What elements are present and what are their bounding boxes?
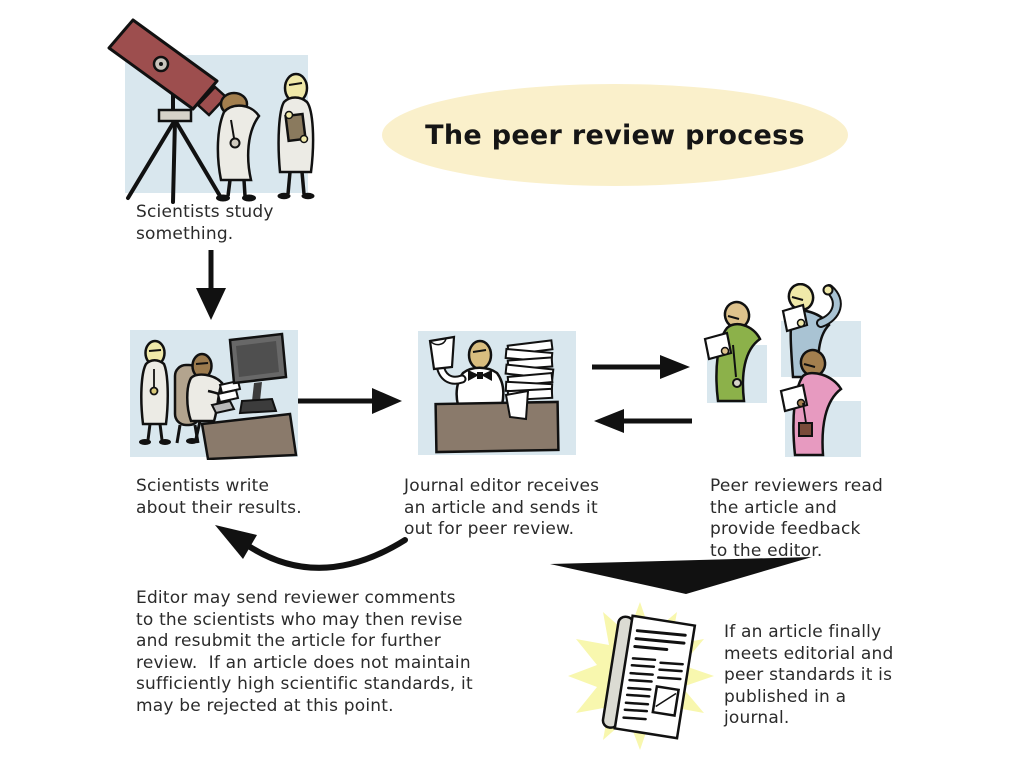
reviewer-pink	[779, 348, 843, 457]
scientist-looking	[216, 91, 261, 202]
arrow-down-icon	[196, 250, 226, 320]
page-title: The peer review process	[425, 119, 805, 151]
title-ellipse: The peer review process	[382, 84, 848, 186]
arrow-right-icon	[298, 388, 402, 414]
keyboard-icon	[210, 399, 236, 415]
curved-arrow-back-icon	[215, 525, 408, 571]
reviewer-blue	[781, 283, 842, 379]
arrow-left-icon	[594, 409, 692, 433]
journal-editor	[428, 335, 505, 407]
editor-desk	[434, 400, 560, 454]
arrow-right-icon	[592, 355, 690, 379]
caption-editor: Journal editor receives an article and s…	[404, 476, 600, 540]
caption-write: Scientists write about their results.	[136, 476, 302, 518]
big-down-arrow-icon	[550, 557, 812, 594]
scientist-with-clipboard	[277, 72, 315, 200]
sheet-over-desk	[504, 389, 530, 421]
journal-icon	[601, 614, 697, 740]
manuscript-in-hand	[428, 335, 456, 371]
reviewers-scene-icon	[703, 283, 861, 457]
bag-icon	[798, 422, 813, 437]
journal-starburst-icon	[568, 602, 714, 750]
caption-revise: Editor may send reviewer comments to the…	[136, 588, 473, 716]
bow-tie-icon	[468, 370, 479, 381]
reviewer-green	[703, 300, 762, 403]
paper-stack-icon	[504, 339, 555, 402]
scientist-standing	[139, 339, 171, 445]
computer-desk	[200, 412, 298, 460]
clipboard	[284, 112, 307, 143]
caption-review: Peer reviewers read the article and prov…	[710, 476, 883, 561]
editor-desk-scene-icon	[418, 331, 576, 455]
article-paper	[703, 331, 733, 361]
computer-scene-icon	[130, 330, 298, 460]
telescope-scene-icon	[107, 18, 315, 204]
caption-study: Scientists study something.	[136, 202, 274, 244]
monitor-icon	[228, 332, 288, 415]
article-paper	[781, 303, 809, 333]
caption-publish: If an article finally meets editorial an…	[724, 622, 894, 729]
